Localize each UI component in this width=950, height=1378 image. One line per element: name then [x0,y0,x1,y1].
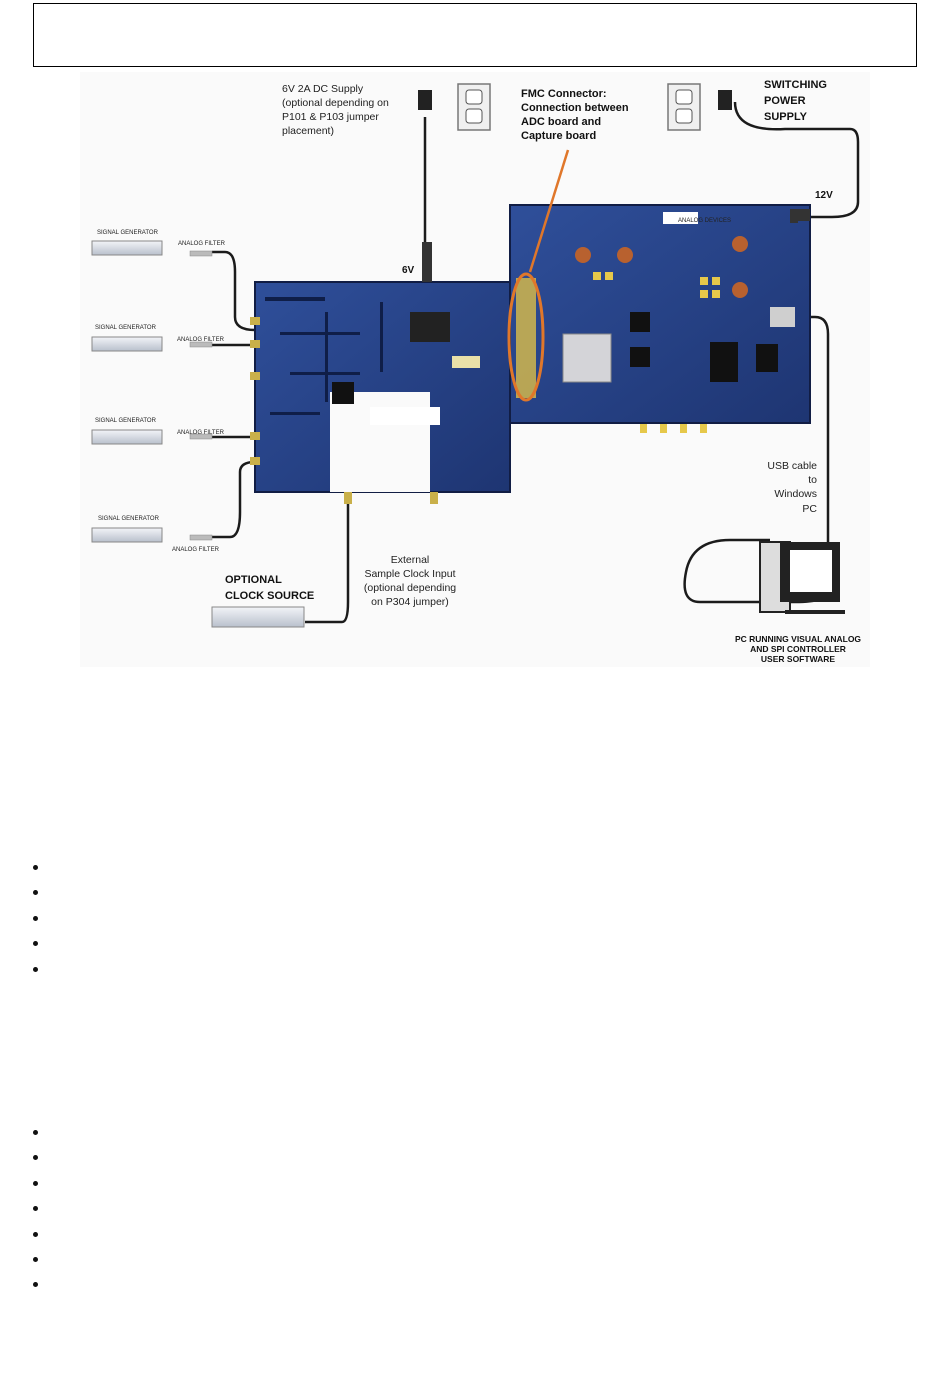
usb-label-line-3: Windows [774,488,817,500]
fmc-label-line-3: ADC board and [521,116,601,128]
capture-board [510,205,810,423]
supply-6v-line-4: placement) [282,125,334,137]
list-item [33,882,893,907]
voltage-12v-label: 12V [815,190,833,201]
list-item [33,1173,893,1198]
list-item [33,908,893,933]
fmc-connector [516,278,536,398]
usb-port [770,307,795,327]
outlet-right [667,83,701,131]
list-item [33,959,893,984]
optional-clock-source [211,606,305,628]
analog-filter-label-2: ANALOG FILTER [177,337,225,343]
dc-adapter-6v [418,90,432,110]
outlet-left [457,83,491,131]
signal-generator-2 [91,336,213,352]
pc-label-line-2: AND SPI CONTROLLER [750,644,846,654]
analog-filter-label-4: ANALOG FILTER [172,547,220,553]
voltage-6v-label: 6V [402,265,415,276]
fpga-chip [562,333,612,383]
header-box [33,3,917,67]
cables [212,101,860,624]
list-item [33,1198,893,1223]
usb-label-line-1: USB cable [767,460,817,472]
optional-clock-label-line-2: CLOCK SOURCE [225,590,314,602]
capture-board-inductors [575,236,748,298]
external-clock-line-3: (optional depending [364,582,456,594]
adc-board-traces [265,297,383,415]
list-item [33,1249,893,1274]
signal-generator-3 [91,429,213,445]
fmc-label-line-4: Capture board [521,130,596,142]
signal-generator-1 [91,240,213,257]
list-item [33,1122,893,1147]
usb-label-line-2: to [808,474,817,486]
evaluation-setup-figure: ANALOG DEVICES [80,72,870,667]
adc-chip [332,382,354,404]
supply-6v-line-1: 6V 2A DC Supply [282,83,364,95]
bullet-list-2 [33,1122,893,1300]
switching-label-line-3: SUPPLY [764,111,808,123]
dc-plug-6v [422,242,432,282]
signal-generator-label-1: SIGNAL GENERATOR [97,230,159,236]
pc-label-line-1: PC RUNNING VISUAL ANALOG [735,634,861,644]
optional-clock-label-line-1: OPTIONAL [225,574,282,586]
signal-generator-label-3: SIGNAL GENERATOR [95,418,157,424]
external-clock-line-1: External [391,554,430,566]
external-clock-line-2: Sample Clock Input [364,568,455,580]
signal-generator-label-4: SIGNAL GENERATOR [98,516,160,522]
pc-label-line-3: USER SOFTWARE [761,654,835,664]
adc-board-sma-connectors [250,317,438,504]
supply-6v-line-2: (optional depending on [282,97,389,109]
list-item [33,1147,893,1172]
dc-plug-12v [790,209,798,223]
fmc-label-line-1: FMC Connector: [521,88,607,100]
fmc-pointer-line [528,149,570,273]
usb-label-line-4: PC [802,503,817,515]
switching-label-line-1: SWITCHING [764,79,827,91]
pc-icon [759,541,845,614]
list-item [33,857,893,882]
analog-devices-logo: ANALOG DEVICES [678,218,731,224]
analog-filter-label-1: ANALOG FILTER [178,241,226,247]
capture-board-components [593,272,720,433]
list-item [33,1274,893,1299]
fmc-label-line-2: Connection between [521,102,629,114]
switching-adapter [718,90,732,110]
supply-6v-line-3: P101 & P103 jumper [282,111,379,123]
signal-generator-label-2: SIGNAL GENERATOR [95,325,157,331]
power-connector [410,312,450,342]
fmc-highlight-ellipse [507,272,545,402]
external-clock-line-4: on P304 jumper) [371,596,449,608]
switching-label-line-2: POWER [764,95,806,107]
list-item [33,933,893,958]
list-item [33,1224,893,1249]
bullet-list-1 [33,857,893,984]
analog-filter-label-3: ANALOG FILTER [177,430,225,436]
signal-generator-4 [91,527,213,543]
